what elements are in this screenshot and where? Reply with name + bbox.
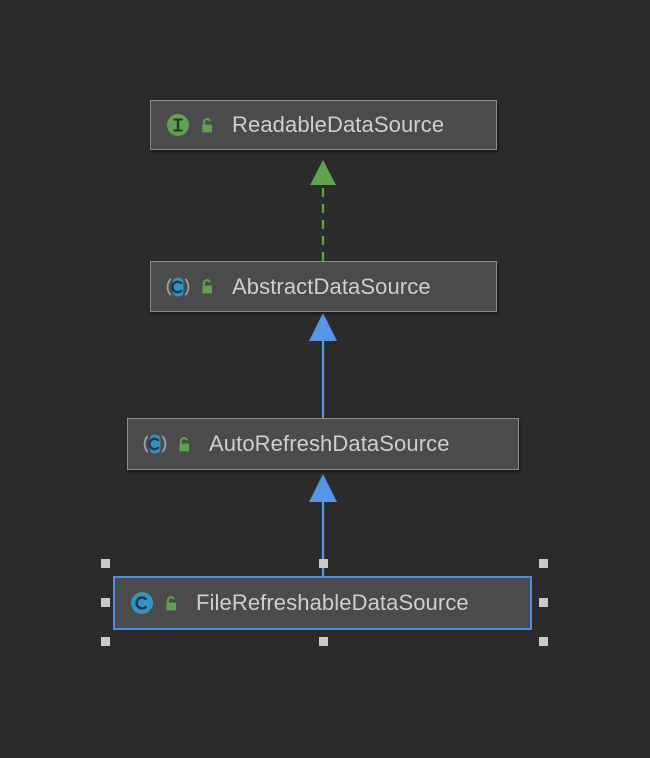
uml-node-label: AbstractDataSource bbox=[232, 273, 431, 299]
node-icons bbox=[165, 112, 232, 138]
node-icons bbox=[142, 431, 209, 457]
generalization-arrowhead-icon-2 bbox=[309, 474, 337, 502]
resize-handle-top-right[interactable] bbox=[539, 559, 548, 568]
resize-handle-middle-left[interactable] bbox=[101, 598, 110, 607]
resize-handle-middle-right[interactable] bbox=[539, 598, 548, 607]
node-icons bbox=[165, 274, 232, 300]
unlocked-padlock-icon bbox=[202, 117, 213, 132]
resize-handle-top-left[interactable] bbox=[101, 559, 110, 568]
uml-node-label: AutoRefreshDataSource bbox=[209, 431, 450, 456]
resize-handle-bottom-center[interactable] bbox=[319, 637, 328, 646]
uml-node-file-refreshable-data-source[interactable]: FileRefreshableDataSource bbox=[113, 576, 532, 630]
abstract-class-icon bbox=[143, 434, 167, 454]
resize-handle-top-center[interactable] bbox=[319, 559, 328, 568]
generalization-arrowhead-icon-1 bbox=[309, 313, 337, 341]
unlocked-padlock-icon bbox=[166, 595, 177, 610]
uml-node-auto-refresh-data-source[interactable]: AutoRefreshDataSource bbox=[127, 418, 519, 470]
unlocked-padlock-icon bbox=[202, 279, 213, 294]
abstract-class-icon bbox=[166, 277, 190, 296]
resize-handle-bottom-left[interactable] bbox=[101, 637, 110, 646]
uml-node-abstract-data-source[interactable]: AbstractDataSource bbox=[150, 261, 497, 312]
interface-icon bbox=[167, 114, 189, 136]
uml-node-label: FileRefreshableDataSource bbox=[196, 590, 469, 615]
node-icons bbox=[129, 590, 196, 616]
uml-node-readable-data-source[interactable]: ReadableDataSource bbox=[150, 100, 497, 150]
uml-node-label: ReadableDataSource bbox=[232, 112, 445, 137]
resize-handle-bottom-right[interactable] bbox=[539, 637, 548, 646]
class-icon bbox=[131, 592, 153, 614]
realization-arrowhead-icon bbox=[310, 160, 336, 185]
unlocked-padlock-icon bbox=[179, 436, 190, 451]
